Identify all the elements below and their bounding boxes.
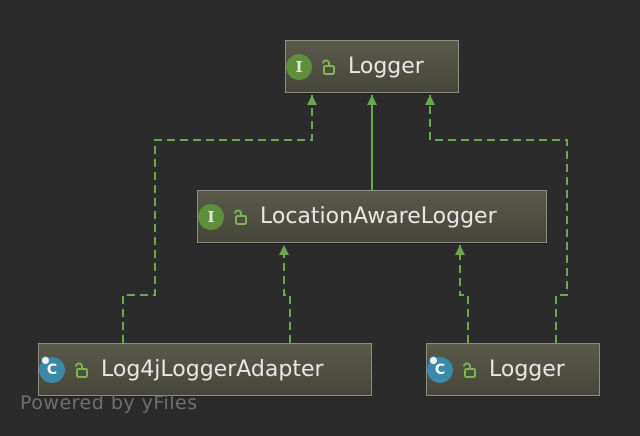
watermark: Powered by yFiles: [20, 392, 198, 414]
interface-icon: I: [198, 203, 224, 230]
edge-logger_class-to-location_aware: [455, 245, 469, 343]
node-label: LocationAwareLogger: [260, 204, 497, 229]
unlocked-icon: [75, 362, 88, 378]
class-icon: C: [427, 355, 453, 383]
logger-class-node[interactable]: C Logger: [426, 343, 600, 396]
logger-interface-node[interactable]: I Logger: [285, 40, 459, 93]
unlocked-icon: [234, 209, 247, 225]
unlocked-icon: [322, 59, 335, 75]
node-label: Logger: [348, 54, 424, 79]
location-aware-logger-node[interactable]: I LocationAwareLogger: [197, 190, 547, 243]
unlocked-icon: [463, 362, 476, 378]
node-label: Logger: [489, 357, 565, 382]
log4j-logger-adapter-node[interactable]: C Log4jLoggerAdapter: [38, 343, 372, 396]
interface-icon: I: [286, 53, 312, 80]
edge-log4j_adapter-to-logger_iface: [122, 95, 317, 343]
edge-logger_class-to-logger_iface: [425, 95, 568, 343]
class-icon: C: [39, 355, 65, 383]
node-label: Log4jLoggerAdapter: [101, 357, 324, 382]
edge-log4j_adapter-to-location_aware: [279, 245, 291, 343]
